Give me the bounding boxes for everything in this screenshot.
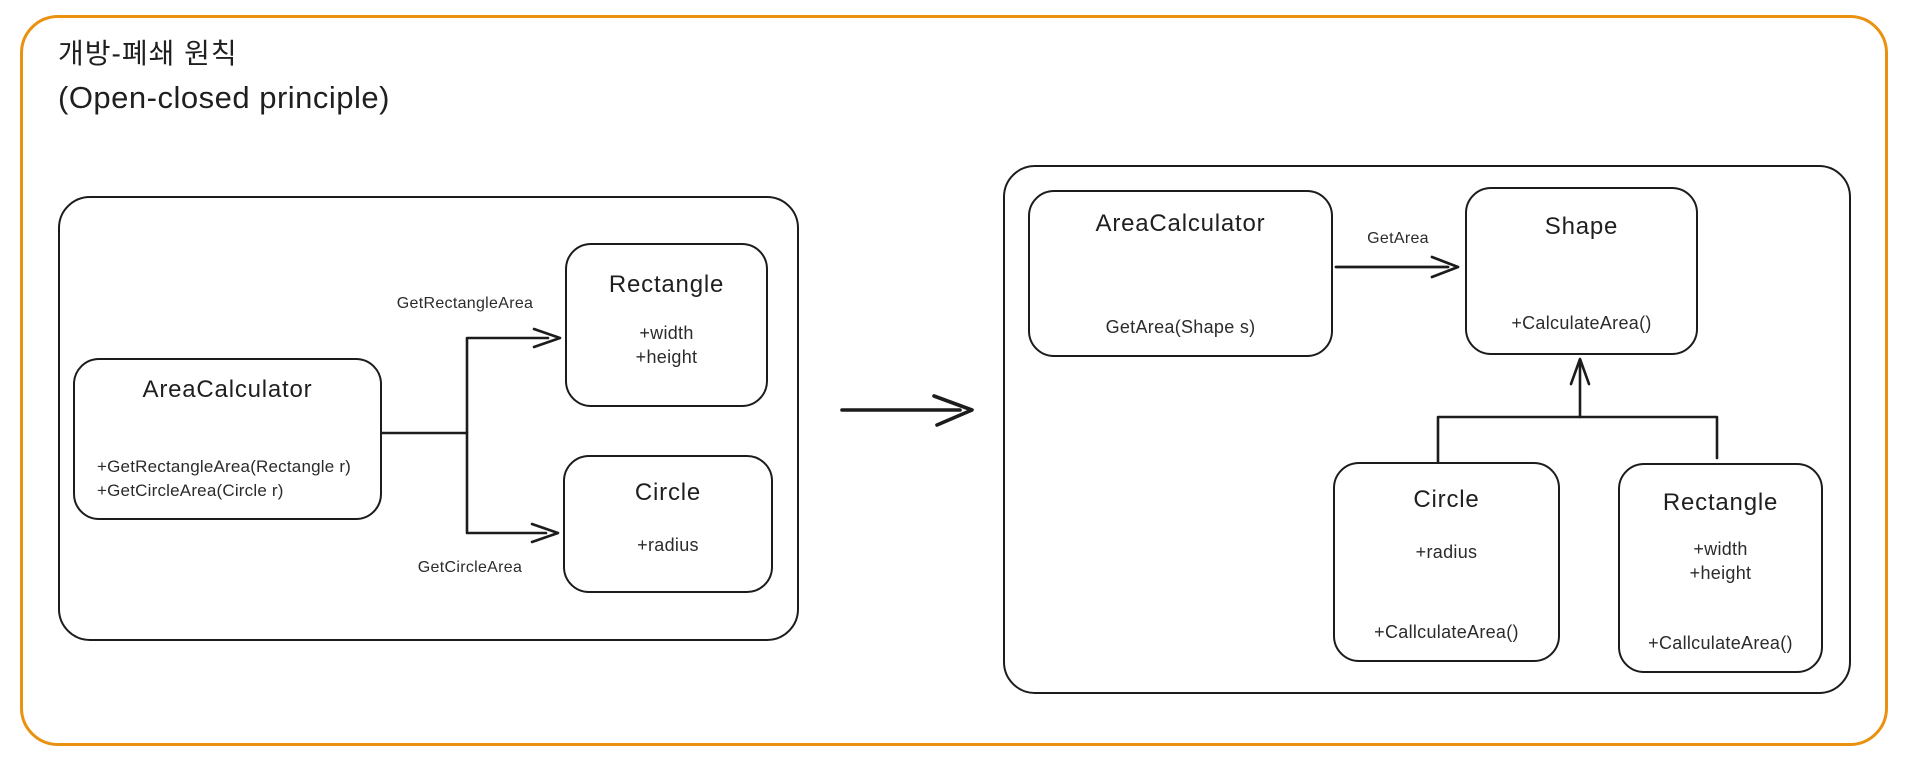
class-title: Rectangle [608,271,725,298]
title-korean: 개방-폐쇄 원칙 [58,38,238,69]
arrow-to-circle[interactable] [465,431,560,544]
before-circle-box[interactable]: Circle +radius [563,455,773,593]
method-line: +CallculateArea() [1648,632,1793,653]
class-title: Rectangle [1662,489,1779,516]
field-line: +height [635,347,698,368]
label-getrectanglearea[interactable]: GetRectangleArea [396,295,534,312]
field-line: +width [639,323,694,343]
label-getcirclearea[interactable]: GetCircleArea [417,559,523,576]
method-line: +GetCircleArea(Circle r) [97,481,284,501]
field-line: +width [1693,539,1748,559]
before-areacalculator-box[interactable]: AreaCalculator +GetRectangleArea(Rectang… [73,358,382,520]
after-rectangle-box[interactable]: Rectangle +width +height +CallculateArea… [1618,463,1823,673]
method-line: GetArea(Shape s) [1105,316,1256,337]
after-shape-box[interactable]: Shape +CalculateArea() [1465,187,1698,355]
class-title: AreaCalculator [1095,210,1266,237]
after-circle-box[interactable]: Circle +radius +CallculateArea() [1333,462,1560,662]
title-english: (Open-closed principle) [58,80,390,115]
arrow-getarea[interactable] [1334,255,1460,279]
class-title: Circle [634,479,702,506]
after-areacalculator-box[interactable]: AreaCalculator GetArea(Shape s) [1028,190,1333,357]
outer-orange-frame[interactable] [20,15,1888,746]
before-rectangle-box[interactable]: Rectangle +width +height [565,243,768,407]
label-getarea[interactable]: GetArea [1367,230,1429,247]
method-line: +GetRectangleArea(Rectangle r) [97,456,352,476]
field-line: +radius [637,535,699,555]
method-line: +CalculateArea() [1511,312,1652,333]
arrow-to-rectangle[interactable] [380,327,562,435]
method-line: +CallculateArea() [1374,621,1519,642]
class-title: Circle [1413,486,1480,513]
class-title: AreaCalculator [142,376,313,403]
field-line: +radius [1415,542,1478,562]
class-title: Shape [1544,213,1619,240]
field-line: +height [1689,563,1752,584]
arrow-before-to-after[interactable] [840,394,974,427]
inheritance-connector[interactable] [1436,357,1719,464]
diagram-title[interactable]: 개방-폐쇄 원칙 (Open-closed principle) [58,36,390,118]
